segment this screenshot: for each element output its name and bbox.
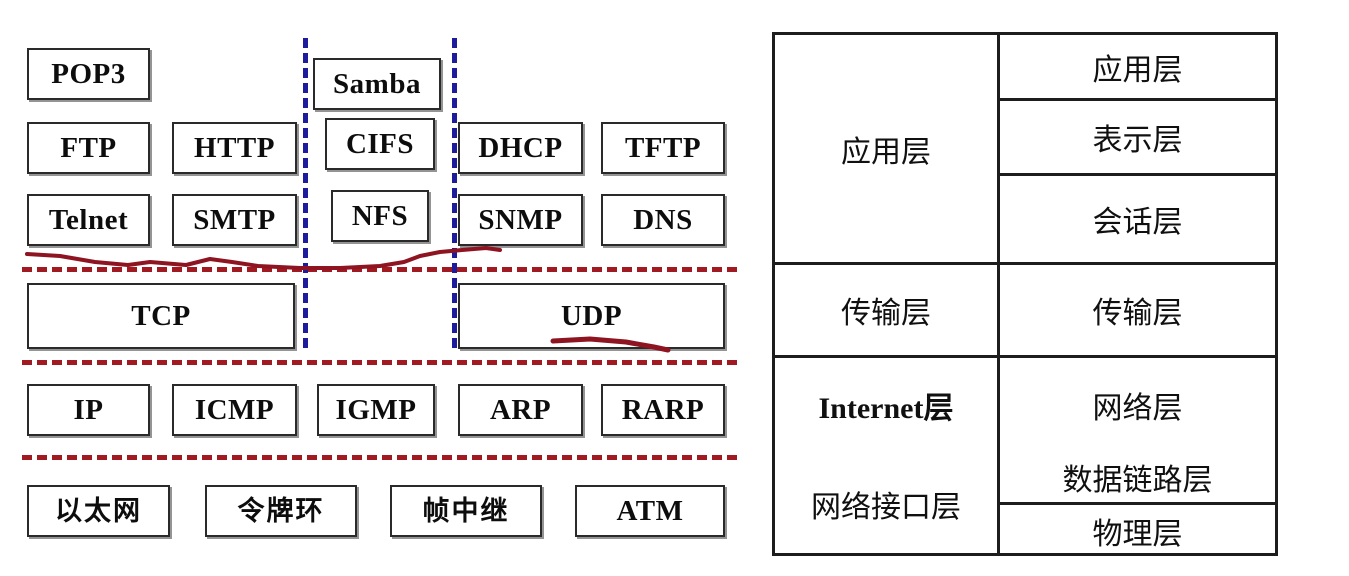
- protocol-box-: 以太网: [27, 485, 170, 537]
- layer-cell-1: 表示层: [1000, 101, 1275, 176]
- application-transport-divider: [22, 267, 737, 272]
- udp-scope-divider: [452, 38, 457, 348]
- protocol-box-atm: ATM: [575, 485, 725, 537]
- layer-cell-6: 物理层: [1092, 516, 1183, 552]
- protocol-box-: 帧中继: [390, 485, 542, 537]
- tcp-ip-model-column: 应用层传输层 Internet层网络接口层: [775, 35, 1000, 553]
- internet-interface-divider: [22, 455, 737, 460]
- protocol-box-tcp: TCP: [27, 283, 295, 349]
- protocol-box-http: HTTP: [172, 122, 297, 174]
- protocol-box-samba: Samba: [313, 58, 441, 110]
- protocol-box-dns: DNS: [601, 194, 725, 246]
- transport-internet-divider: [22, 360, 737, 365]
- layer-cell-label: Internet层: [818, 391, 954, 425]
- protocol-box-icmp: ICMP: [172, 384, 297, 436]
- layer-cell-2: Internet层: [775, 358, 997, 451]
- protocol-box-cifs: CIFS: [325, 118, 435, 170]
- protocol-box-arp: ARP: [458, 384, 583, 436]
- protocol-box-smtp: SMTP: [172, 194, 297, 246]
- layer-cell-0: 应用层: [775, 35, 997, 265]
- protocol-box-ftp: FTP: [27, 122, 150, 174]
- layer-cell-2: 会话层: [1000, 176, 1275, 265]
- layer-cell-3: 传输层: [1000, 265, 1275, 358]
- protocol-box-udp: UDP: [458, 283, 725, 349]
- protocol-box-nfs: NFS: [331, 190, 429, 242]
- layer-cell-5: 数据链路层: [1000, 451, 1275, 505]
- protocol-box-tftp: TFTP: [601, 122, 725, 174]
- protocol-box-telnet: Telnet: [27, 194, 150, 246]
- protocol-box-snmp: SNMP: [458, 194, 583, 246]
- layer-cell-3: 网络接口层: [811, 489, 961, 525]
- tcp-scope-divider: [303, 38, 308, 348]
- layer-cell-1: 传输层: [775, 265, 997, 358]
- layer-cell-4: 网络层: [1092, 390, 1183, 426]
- protocol-box-ip: IP: [27, 384, 150, 436]
- osi-model-column: 应用层表示层会话层传输层网络层数据链路层物理层: [1000, 35, 1275, 553]
- protocol-box-dhcp: DHCP: [458, 122, 583, 174]
- protocol-box-rarp: RARP: [601, 384, 725, 436]
- protocol-box-pop3: POP3: [27, 48, 150, 100]
- layer-cell-0: 应用层: [1000, 35, 1275, 101]
- protocol-box-: 令牌环: [205, 485, 357, 537]
- protocol-box-igmp: IGMP: [317, 384, 435, 436]
